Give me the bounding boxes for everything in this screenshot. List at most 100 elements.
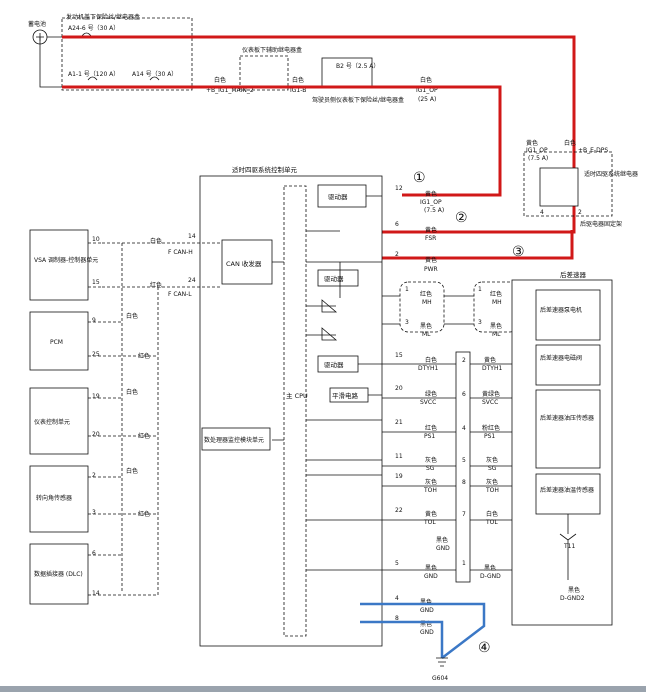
aux-relay-box (239, 55, 289, 91)
callouts: ① ② ③ ④ (413, 170, 525, 656)
b2-fuse-label: B2 号（2.5 A） (336, 63, 379, 70)
pin-5-no: 5 (395, 560, 399, 567)
pin-15-no: 15 (395, 352, 403, 359)
pin-8-no: 8 (395, 615, 399, 622)
power-path-main (62, 35, 576, 234)
pin-6-no: 6 (395, 221, 399, 228)
drv2-label: 驱动器 (324, 361, 344, 369)
pin-12-no: 12 (395, 185, 403, 192)
mid-pin-1-no: 1 (405, 286, 409, 293)
dash-fuse-box-label: 驾驶员侧仪表板下保险丝/继电器盒 (312, 96, 404, 104)
pin-19-color: 灰色 (425, 478, 437, 486)
relay-pin2-color: 白色 (564, 139, 576, 147)
can-l-pin: 24 (188, 277, 196, 284)
relay-pin-name: IG1_OP (526, 147, 548, 154)
power-path-2 (62, 85, 502, 197)
module-4-pin-a: 2 (92, 472, 96, 479)
relay-pin-rating: (7.5 A) (528, 155, 548, 162)
fuse-a24-label: A24-6 号（30 A） (68, 25, 119, 32)
mid-pin-6-color: 黄绿色 (482, 390, 500, 398)
mid-pin-2-name: DTYH1 (482, 365, 502, 372)
pin-15-name: DTYH1 (418, 365, 438, 372)
mid-pin-1c-name: D-GND (480, 573, 501, 580)
pin-8-color: 黑色 (420, 620, 432, 628)
ig1b-color: 白色 (292, 76, 304, 84)
mid-pin-7-no: 7 (462, 511, 466, 518)
pin-21-name: PS1 (424, 433, 435, 440)
rear-t11: T11 (563, 543, 575, 550)
callout-1: ① (413, 170, 426, 186)
rear-press: 后差速器油压传感器 (540, 414, 594, 422)
relay-pin-color: 黄色 (526, 139, 538, 147)
can-label: CAN 收发器 (226, 259, 262, 268)
mid-pin-1-color: 红色 (420, 290, 432, 298)
mid-pin-6-name: SVCC (482, 399, 498, 406)
mid-pin-1c-no: 1 (462, 560, 466, 567)
pin-6-name: FSR (425, 235, 436, 242)
rear-relay: 黄色 IG1_OP (7.5 A) 白色 +B_E-DPS 适时四驱系统继电器 … (523, 139, 638, 228)
pin-6-color: 黄色 (425, 226, 437, 234)
bottom-bar (0, 686, 646, 692)
pin-22-name: TOL (423, 519, 436, 526)
ecu-title: 适时四驱系统控制单元 (232, 165, 298, 174)
module-5-pin-a: 6 (92, 550, 96, 557)
module-1-name: VSA 调制器-控制器单元 (34, 256, 98, 264)
mid-pin-7-color: 白色 (486, 510, 498, 518)
ecu-box: 适时四驱系统控制单元 主 CPU 驱动器 CAN 收发器 驱动器 驱动器 平滑电… (199, 165, 383, 647)
mid-pin-1b-name: MH (492, 299, 502, 306)
module-3-pin-b: 20 (92, 431, 100, 438)
wire-red-1: 红色 (138, 352, 150, 360)
mid-gnd-name: GND (436, 545, 450, 552)
pin-20-color: 绿色 (425, 390, 437, 398)
mid-pin-5-name: SG (488, 465, 497, 472)
can-h-pin: 14 (188, 233, 196, 240)
mid-pin-5-no: 5 (462, 457, 466, 464)
power-section: 蓄电池 发动机盖下保险丝/继电器盒 A24-6 号（30 A） A1-1 号（1… (28, 13, 576, 260)
relay-bracket-label: 后驱电器固定架 (580, 220, 622, 228)
pin-22-color: 黄色 (425, 510, 437, 518)
pin-2-no: 2 (395, 251, 399, 258)
mid-pin-5-color: 灰色 (486, 456, 498, 464)
can-bus: 14 F CAN-H 白色 24 F CAN-L 红色 (102, 233, 222, 597)
mid-pin-4-no: 4 (462, 425, 466, 432)
relay-pin2-name: +B_E-DPS (578, 147, 608, 154)
pin-2-name: PWR (424, 266, 438, 273)
rear-pump: 后差速器泵电机 (540, 306, 582, 314)
relay-label: 适时四驱系统继电器 (584, 170, 638, 178)
mid-connectors: 1 红色 MH 3 黑色 ML 1 红色 MH 3 黑色 ML 2 黄色 DTY… (382, 281, 538, 583)
pin-12-name: IG1_OP (420, 199, 442, 206)
module-1-pin-b: 15 (92, 279, 100, 286)
mid-pin-2-no: 2 (462, 357, 466, 364)
wave-label: 平滑电路 (332, 391, 359, 400)
pin-20-no: 20 (395, 385, 403, 392)
pin-21-no: 21 (395, 419, 403, 426)
module-3-name: 仪表控制单元 (34, 418, 70, 426)
pin-20-name: SVCC (420, 399, 436, 406)
module-list: VSA 调制器-控制器单元 10 15 PCM 9 25 仪表控制单元 19 2… (29, 229, 158, 605)
module-2-name: PCM (50, 339, 63, 346)
ig1op-color: 白色 (420, 76, 432, 84)
pin-4-no: 4 (395, 595, 399, 602)
wire-red-3: 红色 (138, 510, 150, 518)
wire-white-1: 白色 (126, 312, 138, 320)
fuse-a1-label: A1-1 号（120 A） (68, 71, 119, 78)
fuse-a14-label: A14 号（30 A） (132, 71, 177, 78)
ig1op-rating: (25 A) (418, 96, 436, 103)
pin-15-color: 白色 (425, 356, 437, 364)
pin-21-color: 红色 (425, 424, 437, 432)
callout-2: ② (455, 210, 468, 226)
callout-4: ④ (478, 640, 491, 656)
pin-22-no: 22 (395, 507, 403, 514)
can-h-name: F CAN-H (168, 249, 193, 256)
mid-pin-2-color: 黄色 (484, 356, 496, 364)
module-4-name: 转向角传感器 (36, 494, 72, 502)
mid-pin-6-no: 6 (462, 391, 466, 398)
module-2-pin-a: 9 (92, 317, 96, 324)
aux-relay-box-label: 仪表板下辅助继电器盒 (242, 46, 302, 54)
ig1b-name: IG1-B (290, 87, 306, 94)
hood-fuse-box (61, 17, 193, 91)
relay-pin2: 2 (578, 209, 582, 216)
rear-gnd-name: D-GND2 (560, 595, 585, 602)
pin-12-color: 黄色 (425, 190, 437, 198)
